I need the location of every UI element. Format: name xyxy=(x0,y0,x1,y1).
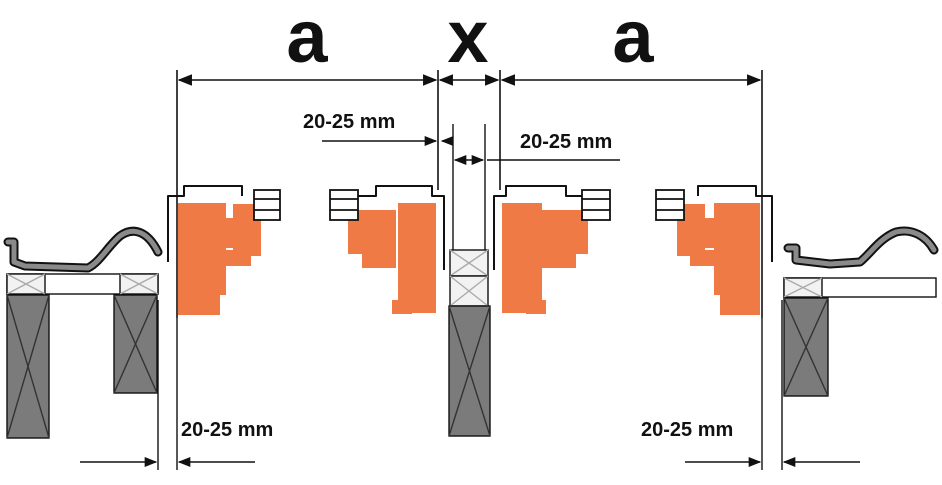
left-roof-tile xyxy=(3,226,163,273)
upper-gap-dimensions xyxy=(322,124,620,250)
frame-profile-right-inner xyxy=(502,203,588,314)
glazing-left xyxy=(253,189,281,221)
left-outer-batten xyxy=(6,294,50,439)
dimension-label-lower-left: 20-25 mm xyxy=(181,419,273,441)
frame-profile-left-inner xyxy=(348,203,436,314)
frame-profile-left-outer xyxy=(178,203,261,315)
dimension-label-lower-right: 20-25 mm xyxy=(641,419,733,441)
frame-profile-right-outer xyxy=(677,203,760,315)
left-counter-batten xyxy=(6,273,159,295)
right-batten xyxy=(783,297,829,397)
span-label-a-right: a xyxy=(612,0,654,78)
span-label-a-left: a xyxy=(286,0,328,78)
dimension-label-upper-right: 20-25 mm xyxy=(520,131,612,153)
right-counter-batten xyxy=(783,277,937,298)
span-label-x: x xyxy=(447,0,488,78)
right-roof-tile xyxy=(783,226,939,269)
glazing-left-inner xyxy=(329,189,359,221)
left-inner-batten xyxy=(113,294,158,394)
flashing-outlines xyxy=(167,185,773,270)
bottom-gap-dimensions xyxy=(80,300,860,470)
center-batten-stack xyxy=(448,249,491,437)
top-dimension-chain xyxy=(176,70,763,318)
glazing-right-inner xyxy=(581,189,611,221)
dimension-label-upper-left: 20-25 mm xyxy=(303,111,395,133)
glazing-right xyxy=(655,189,685,221)
